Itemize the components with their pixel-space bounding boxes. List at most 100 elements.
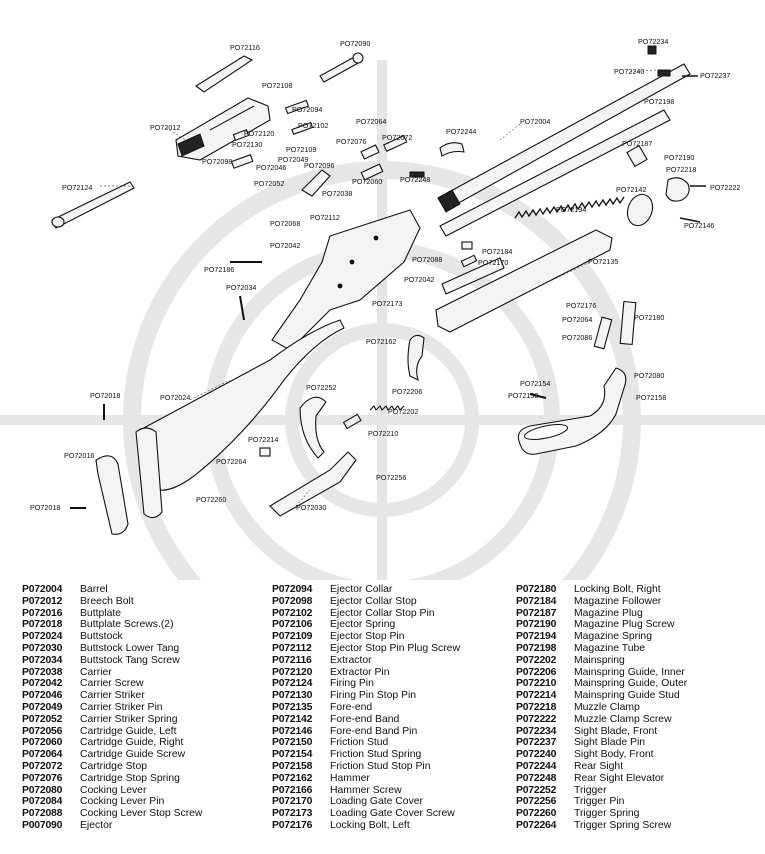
callout-label: PO72080 [634, 371, 664, 380]
part-number: P072088 [22, 808, 63, 820]
part-number: P072106 [272, 619, 313, 631]
part-description: Muzzle Clamp Screw [574, 713, 672, 725]
callout-label: PO72098 [202, 157, 232, 166]
callout-label: PO72256 [376, 473, 406, 482]
callout-label: PO72090 [340, 39, 370, 48]
callout-label: PO72150 [508, 391, 538, 400]
part-number: P072252 [516, 784, 557, 796]
part-description: Friction Stud Spring [330, 749, 422, 761]
part-number: P072248 [516, 772, 557, 784]
part-number: P072072 [22, 760, 63, 772]
part-number: P072042 [22, 678, 63, 690]
callout-label: PO72004 [520, 117, 550, 126]
callout-label: PO72052 [254, 179, 284, 188]
callout-label: PO72180 [634, 313, 664, 322]
part-number: P072150 [272, 737, 313, 749]
callout-label: PO72124 [62, 183, 92, 192]
part-number: P072064 [22, 749, 63, 761]
part-number: P072034 [22, 654, 63, 666]
part-number: P072154 [272, 749, 313, 761]
part-description: Hammer Screw [330, 784, 402, 796]
part-description: Carrier Striker Pin [80, 701, 163, 713]
part-description: Fore-end [330, 701, 373, 713]
part-number: P072180 [516, 584, 557, 595]
exploded-parts-diagram: PO72116 PO72090 PO72108 PO72094 PO72012 … [0, 37, 765, 580]
callout-label: PO72120 [244, 129, 274, 138]
part-description: Locking Bolt, Left [330, 819, 410, 831]
part-number: P072080 [22, 784, 63, 796]
part-number: P072173 [272, 808, 313, 820]
part-number: P072194 [516, 631, 557, 643]
part-description: Firing Pin Stop Pin [330, 690, 417, 702]
callout-label: PO72046 [256, 163, 286, 172]
part-description: Cocking Lever [80, 784, 147, 796]
part-description: Carrier Screw [80, 678, 144, 690]
part-description: Sight Body, Front [574, 749, 654, 761]
callout-label: PO72064 [356, 117, 386, 126]
part-number: P072076 [22, 772, 63, 784]
part-description: Sight Blade, Front [574, 725, 658, 737]
callout-label: PO72198 [644, 97, 674, 106]
part-number: P072218 [516, 701, 557, 713]
callout-label: PO72222 [710, 183, 740, 192]
part-number: P072098 [272, 595, 313, 607]
locking-bolts-part [593, 300, 637, 350]
legend-row: P072252 Trigger [516, 785, 765, 797]
firing-pin-part [51, 181, 135, 229]
part-number: P072184 [516, 595, 557, 607]
legend-row: P072180 Locking Bolt, Right [516, 584, 765, 596]
callout-label: PO72108 [262, 81, 292, 90]
part-description: Extractor Pin [330, 666, 390, 678]
callout-label: PO72252 [306, 383, 336, 392]
part-description: Cartridge Guide Screw [80, 749, 186, 761]
part-description: Fore-end Band [330, 713, 400, 725]
hammer-part [407, 334, 425, 382]
part-number: P072109 [272, 631, 313, 643]
legend-row: P072130 Firing Pin Stop Pin [272, 690, 522, 702]
callout-label: PO72068 [270, 219, 300, 228]
part-description: Locking Bolt, Right [574, 584, 661, 595]
callout-label: PO72234 [638, 37, 668, 46]
trigger-part [299, 396, 327, 459]
part-description: Ejector [80, 819, 113, 831]
part-description: Firing Pin [330, 678, 374, 690]
part-description: Magazine Spring [574, 631, 652, 643]
part-description: Cartridge Guide, Right [80, 737, 184, 749]
screws [70, 261, 547, 509]
callout-label: PO72064 [562, 315, 592, 324]
part-description: Magazine Plug Screw [574, 619, 675, 631]
part-description: Friction Stud Stop Pin [330, 760, 431, 772]
part-description: Extractor [330, 654, 372, 666]
part-number: P072130 [272, 690, 313, 702]
part-description: Buttplate Screws.(2) [80, 619, 174, 631]
part-description: Buttstock [80, 631, 123, 643]
part-description: Cocking Lever Stop Screw [80, 808, 203, 820]
legend-row: P072042 Carrier Screw [22, 678, 272, 690]
part-description: Trigger [574, 784, 607, 796]
part-description: Trigger Pin [574, 796, 625, 808]
callout-label: PO72030 [296, 503, 326, 512]
part-number: P072214 [516, 690, 557, 702]
buttstock-part [135, 319, 345, 519]
callout-label: PO72154 [520, 379, 550, 388]
part-description: Ejector Collar Stop [330, 595, 417, 607]
part-description: Ejector Stop Pin [330, 631, 405, 643]
part-number: P072187 [516, 607, 557, 619]
